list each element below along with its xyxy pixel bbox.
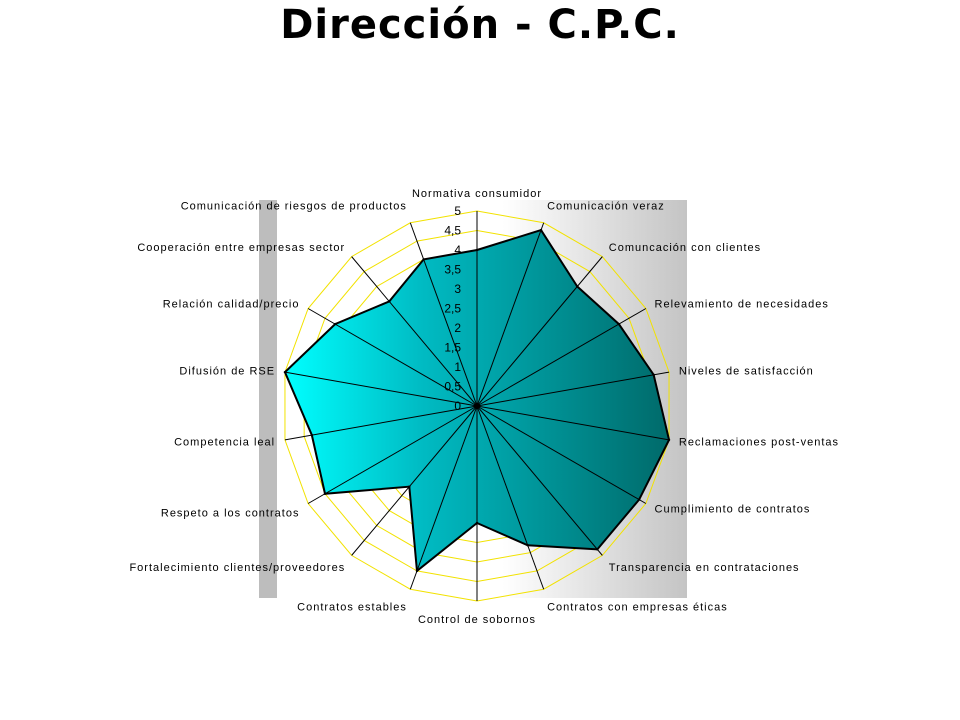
spoke-line	[351, 405, 478, 556]
chart-title: Dirección - C.P.C.	[280, 2, 680, 48]
spoke-line	[476, 405, 545, 590]
spoke-line	[476, 222, 545, 407]
spoke-line	[476, 405, 670, 441]
tick-label: 0	[454, 399, 461, 413]
category-label: Cooperación entre empresas sector	[137, 242, 345, 254]
category-label: Relación calidad/precio	[163, 299, 300, 311]
spoke-line	[284, 405, 478, 441]
category-label: Reclamaciones post-ventas	[679, 437, 839, 449]
category-label: Control de sobornos	[418, 614, 536, 626]
spoke-line	[307, 308, 478, 407]
spoke-line	[476, 405, 603, 556]
spoke-line	[476, 405, 647, 504]
spoke-line	[307, 405, 478, 504]
category-label: Difusión de RSE	[179, 365, 275, 377]
tick-label: 3	[454, 282, 461, 296]
radial-tick-labels: 0 0,5 1 1,5 2 2,5 3 3,5 4 4,5 5	[444, 204, 461, 413]
category-label: Respeto a los contratos	[161, 508, 300, 520]
category-label: Niveles de satisfacción	[679, 365, 814, 377]
category-label: Comunicación veraz	[547, 200, 665, 212]
tick-label: 1	[454, 360, 461, 374]
category-label: Fortalecimiento clientes/proveedores	[129, 562, 345, 574]
tick-label: 2,5	[444, 302, 461, 316]
category-label: Contratos estables	[297, 602, 407, 614]
category-label: Competencia leal	[174, 437, 275, 449]
category-label: Contratos con empresas éticas	[547, 602, 728, 614]
tick-label: 3,5	[444, 263, 461, 277]
spoke-line	[409, 222, 478, 407]
tick-label: 4	[454, 243, 461, 257]
spoke-line	[476, 256, 603, 407]
spoke-line	[284, 371, 478, 407]
tick-label: 1,5	[444, 341, 461, 355]
category-label: Transparencia en contrataciones	[609, 562, 800, 574]
spoke-line	[476, 371, 670, 407]
spoke-line	[409, 405, 478, 590]
plot-area-left-shade	[259, 200, 277, 598]
category-label: Comuncación con clientes	[609, 242, 761, 254]
tick-label: 0,5	[444, 380, 461, 394]
tick-label: 4,5	[444, 224, 461, 238]
category-label: Relevamiento de necesidades	[655, 299, 829, 311]
spoke-line	[351, 256, 478, 407]
tick-label: 5	[454, 204, 461, 218]
category-label: Comunicación de riesgos de productos	[181, 200, 407, 212]
radar-spokes	[284, 211, 670, 601]
tick-label: 2	[454, 321, 461, 335]
spoke-line	[476, 308, 647, 407]
category-label: Cumplimiento de contratos	[655, 504, 811, 516]
category-label: Normativa consumidor	[412, 188, 542, 200]
center-marker	[474, 403, 480, 409]
